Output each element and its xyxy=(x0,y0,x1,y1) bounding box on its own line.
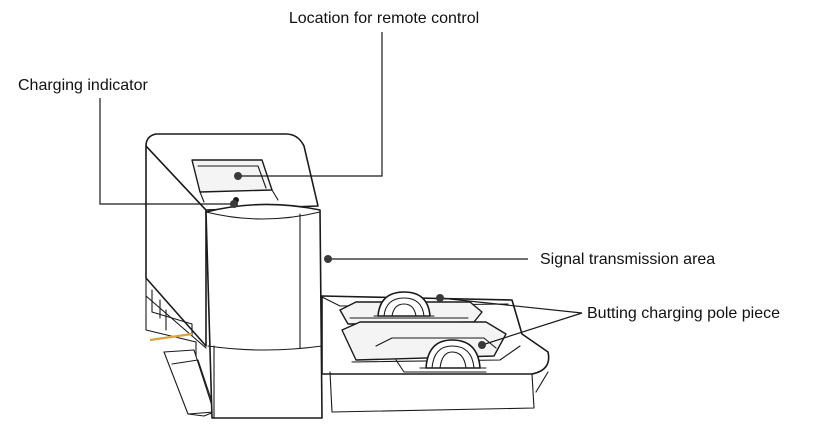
charging-pole-upper xyxy=(373,291,435,317)
charging-contact-strip xyxy=(149,332,193,342)
leader-dot-charging-indicator xyxy=(230,200,238,208)
label-charging-pole: Butting charging pole piece xyxy=(587,305,780,322)
front-tower xyxy=(205,197,323,419)
leader-charging-pole-upper xyxy=(439,297,583,314)
leader-dot-charging-pole-lower xyxy=(478,341,486,349)
leader-dot-charging-pole-upper xyxy=(436,294,444,302)
charging-pole-pieces xyxy=(373,291,487,373)
leader-dot-signal-area xyxy=(324,255,332,263)
callout-labels: Location for remote control Charging ind… xyxy=(18,10,780,322)
leader-charging-indicator xyxy=(99,98,234,205)
charging-dock-illustration xyxy=(145,133,550,419)
label-remote-control: Location for remote control xyxy=(289,10,479,27)
label-signal-area: Signal transmission area xyxy=(540,251,715,268)
leader-lines xyxy=(99,32,583,349)
charging-pole-lower xyxy=(395,339,487,373)
leader-charging-pole-lower xyxy=(481,312,583,346)
leader-remote-control xyxy=(238,32,383,177)
top-cap xyxy=(145,133,319,211)
label-charging-indicator: Charging indicator xyxy=(18,77,149,94)
left-housing xyxy=(145,145,215,417)
leader-dot-remote-control xyxy=(234,172,242,180)
